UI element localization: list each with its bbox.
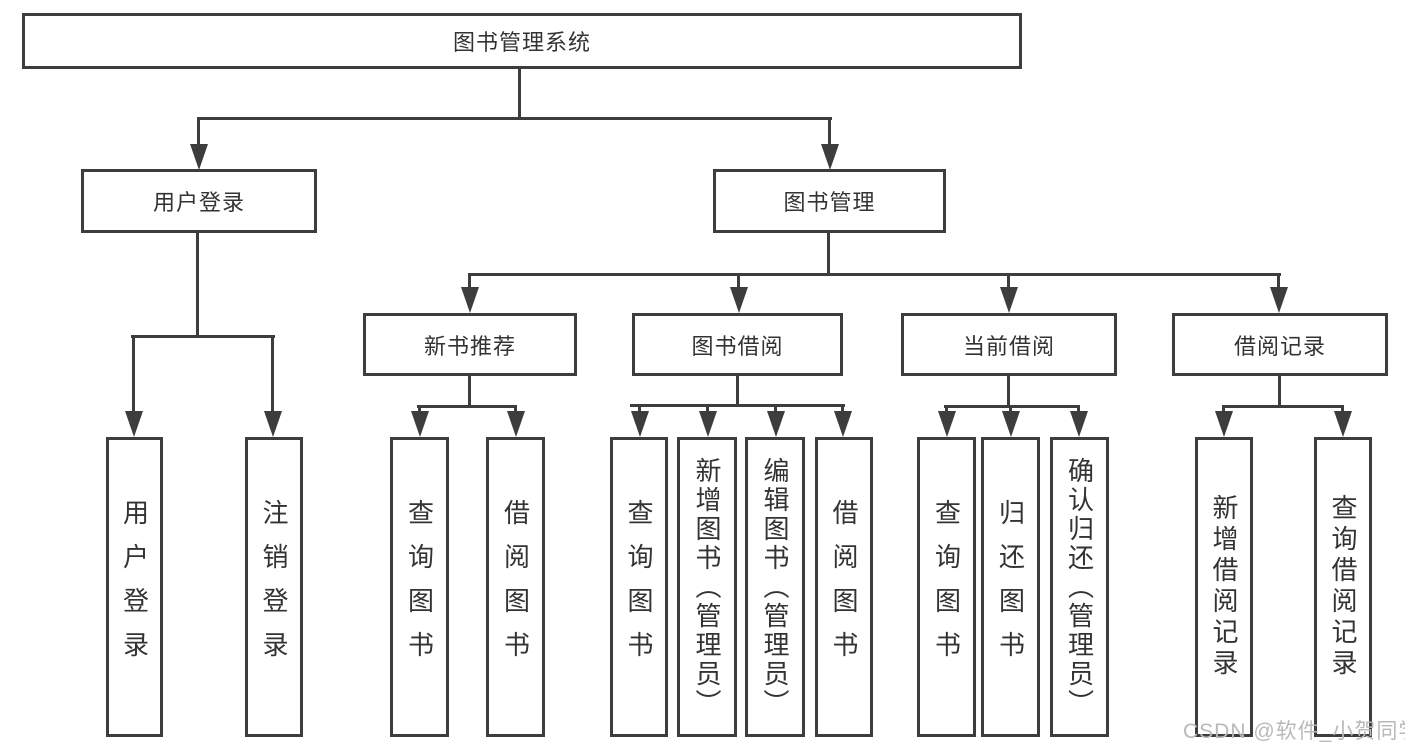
leaf-query-books: 查询图书 bbox=[610, 437, 668, 737]
arrow-down-icon bbox=[460, 273, 479, 313]
arrow-down-icon bbox=[124, 335, 143, 437]
connector-hline bbox=[131, 335, 275, 338]
connector-hline bbox=[197, 117, 832, 120]
arrow-down-icon bbox=[630, 404, 649, 437]
connector-hline bbox=[1222, 405, 1344, 408]
leaf-confirm-return-admin: 确认归还（管理员） bbox=[1050, 437, 1109, 737]
leaf-query-books: 查询图书 bbox=[917, 437, 976, 737]
leaf-add-book-admin: 新增图书（管理员） bbox=[677, 437, 737, 737]
arrow-down-icon bbox=[999, 273, 1018, 313]
arrow-down-icon bbox=[937, 405, 956, 437]
node-current-borrowing: 当前借阅 bbox=[901, 313, 1117, 376]
leaf-add-borrow-record: 新增借阅记录 bbox=[1195, 437, 1253, 737]
node-borrowing-records: 借阅记录 bbox=[1172, 313, 1388, 376]
connector-vline bbox=[196, 233, 199, 337]
connector-vline bbox=[468, 376, 471, 407]
leaf-borrow-books: 借阅图书 bbox=[815, 437, 873, 737]
connector-hline bbox=[468, 273, 1281, 276]
leaf-return-book: 归还图书 bbox=[981, 437, 1040, 737]
node-user-login: 用户登录 bbox=[81, 169, 317, 233]
arrow-down-icon bbox=[1269, 273, 1288, 313]
arrow-down-icon bbox=[189, 117, 208, 170]
leaf-query-books: 查询图书 bbox=[390, 437, 449, 737]
leaf-logout: 注销登录 bbox=[245, 437, 303, 737]
arrow-down-icon bbox=[698, 404, 717, 437]
node-book-management: 图书管理 bbox=[713, 169, 946, 233]
leaf-query-borrow-record: 查询借阅记录 bbox=[1314, 437, 1372, 737]
connector-hline bbox=[630, 404, 845, 407]
node-new-book-recommendation: 新书推荐 bbox=[363, 313, 577, 376]
arrow-down-icon bbox=[729, 273, 748, 313]
arrow-down-icon bbox=[1069, 405, 1088, 437]
connector-hline bbox=[417, 405, 517, 408]
arrow-down-icon bbox=[263, 335, 282, 437]
arrow-down-icon bbox=[1333, 405, 1352, 437]
arrow-down-icon bbox=[766, 404, 785, 437]
connector-vline bbox=[736, 376, 739, 407]
arrow-down-icon bbox=[410, 405, 429, 437]
arrow-down-icon bbox=[1001, 405, 1020, 437]
connector-vline bbox=[1007, 376, 1010, 407]
connector-hline bbox=[944, 405, 1080, 408]
connector-vline bbox=[827, 233, 830, 275]
connector-vline bbox=[518, 68, 521, 117]
leaf-user-login: 用户登录 bbox=[106, 437, 163, 737]
connector-vline bbox=[1278, 376, 1281, 407]
csdn-watermark: CSDN @软件_小贺同学 bbox=[1183, 720, 1405, 743]
arrow-down-icon bbox=[1214, 405, 1233, 437]
arrow-down-icon bbox=[506, 405, 525, 437]
node-book-borrowing: 图书借阅 bbox=[632, 313, 843, 376]
leaf-borrow-books: 借阅图书 bbox=[486, 437, 545, 737]
arrow-down-icon bbox=[820, 117, 839, 170]
arrow-down-icon bbox=[833, 404, 852, 437]
leaf-edit-book-admin: 编辑图书（管理员） bbox=[745, 437, 805, 737]
node-library-management-system: 图书管理系统 bbox=[22, 13, 1022, 69]
